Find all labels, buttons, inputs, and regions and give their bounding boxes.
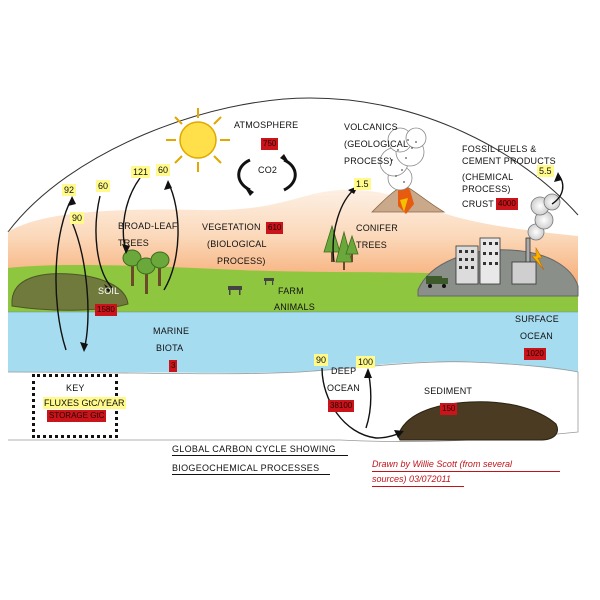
fossil-label-line3: (CHEMICAL [462,172,514,182]
marine-label-line2: BIOTA [156,343,184,353]
credit-line2: sources) 03/072011 [372,474,451,484]
flux-arrow-100 [365,369,372,429]
farm-animals-icon [228,278,274,295]
caption-line2: BIOGEOCHEMICAL PROCESSES [172,463,320,473]
volcanics-label-line1: VOLCANICS [344,122,398,132]
conifer-label-line2: TREES [356,240,388,250]
broadleaf-trees-icon [122,249,170,294]
credit-line1: Drawn by Willie Scott (from several [372,459,512,469]
atmosphere-storage-value: 750 [261,138,279,150]
sediment-storage-value: 150 [440,403,458,415]
credit-underline-2 [372,486,464,487]
atmosphere-label: ATMOSPHERE [234,120,299,130]
factory-buildings-icon [455,237,537,285]
factory-smoke-icon [527,193,561,241]
flux-60-left-value: 60 [96,180,111,192]
marine-label-line1: MARINE [153,326,190,336]
surface-ocean-label-line1: SURFACE [515,314,559,324]
volcanics-label-line2: (GEOLOGICAL [344,139,409,149]
fossil-label-line1: FOSSIL FUELS & [462,144,537,154]
farm-label-line2: ANIMALS [274,302,315,312]
flux-121-value: 121 [131,166,151,178]
deep-ocean-storage-value: 38100 [328,400,355,412]
flux-arrow-60-right [163,181,179,291]
surface-ocean-label-line2: OCEAN [520,331,554,341]
caption-underline-2 [172,474,330,475]
flux-60-right-value: 60 [156,164,171,176]
farm-label-line1: FARM [278,286,304,296]
vegetation-storage-value: 610 [266,222,284,234]
flux-1-5-value: 1.5 [354,178,371,190]
flux-100-value: 100 [356,356,376,368]
key-flux-label: FLUXES GtC/YEAR [43,397,126,409]
sediment-mound [397,401,558,441]
co2-label: CO2 [258,165,278,175]
volcanics-label-line3: PROCESS) [344,156,393,166]
flux-arrow-92 [55,197,73,351]
marine-storage-value: 3 [169,360,178,372]
fossil-label-line2: CEMENT PRODUCTS [462,156,556,166]
atmosphere-dome [7,97,579,233]
broadleaf-label-line2: TREES [118,238,150,248]
vegetation-label-line3: PROCESS) [217,256,266,266]
flux-arrow-90-ocean [321,367,403,439]
flux-90-ocean-value: 90 [314,354,329,366]
deep-ocean-label-line2: OCEAN [327,383,361,393]
conifer-label-line1: CONIFER [356,223,398,233]
flux-arrow-90 [71,221,89,351]
broadleaf-label-line1: BROAD-LEAF [118,221,178,231]
credit-underline-1 [372,471,560,472]
fossil-label-line4: PROCESS) [462,184,511,194]
caption-underline-1 [172,455,348,456]
crust-storage-value: 4000 [496,198,518,210]
surface-ocean-layer [8,312,578,373]
flux-arrow-60-left [95,195,113,289]
key-storage-label: STORAGE GtC [47,410,107,422]
flux-5-5-value: 5.5 [537,165,554,177]
vegetation-label-line2: (BIOLOGICAL [207,239,267,249]
spark-icon [531,246,545,271]
key-title: KEY [66,383,85,393]
volcanic-plume-icon [379,127,427,191]
crust-label: CRUST [462,199,494,209]
surface-ocean-storage-value: 1020 [524,348,546,360]
soil-label: SOIL [98,286,120,296]
soil-mound [11,273,129,311]
flux-90-left-value: 90 [70,212,85,224]
soil-storage-value: 1580 [95,304,117,316]
truck-icon [426,276,448,288]
caption-line1: GLOBAL CARBON CYCLE SHOWING [172,444,336,454]
sediment-label: SEDIMENT [424,386,473,396]
sun-icon [166,108,230,172]
flux-92-value: 92 [62,184,77,196]
vegetation-label: VEGETATION [202,222,261,232]
deep-ocean-label-line1: DEEP [331,366,357,376]
